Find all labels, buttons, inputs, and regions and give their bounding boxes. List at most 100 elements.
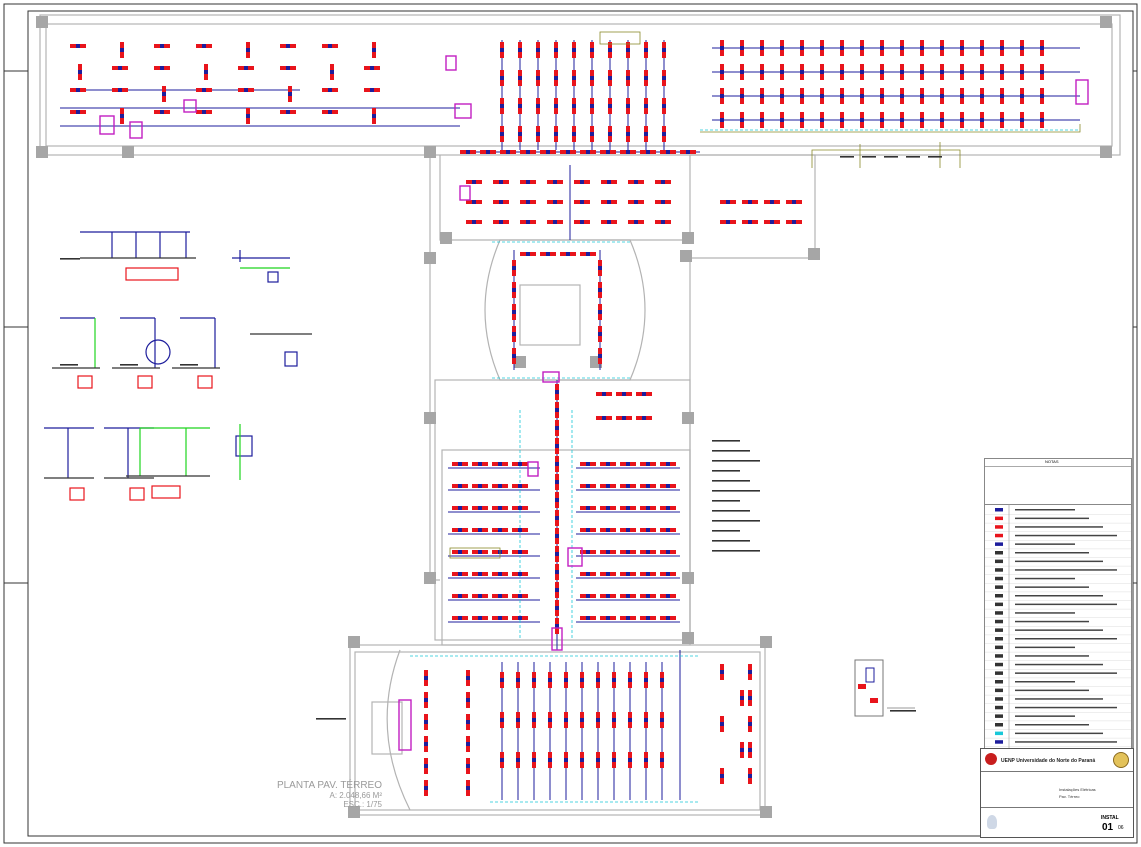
sheet-code: INSTAL	[1101, 815, 1119, 821]
fixture-junction	[626, 528, 630, 532]
fixture-junction	[372, 48, 376, 52]
legend-symbol	[995, 594, 1003, 598]
structural-column	[348, 636, 360, 648]
fixture-junction	[466, 698, 470, 702]
structural-column	[682, 232, 694, 244]
fixture-junction	[940, 46, 944, 50]
legend-symbol	[995, 542, 1003, 546]
fixture-junction	[748, 774, 752, 778]
fixture-junction	[626, 76, 630, 80]
fixture-junction	[498, 528, 502, 532]
structural-column	[682, 632, 694, 644]
fixture-junction	[626, 572, 630, 576]
fixture-junction	[606, 506, 610, 510]
fixture-junction	[1040, 94, 1044, 98]
annotation-text-stub	[906, 156, 920, 158]
fixture-junction	[586, 572, 590, 576]
fixture-junction	[555, 534, 559, 538]
legend-symbol	[995, 585, 1003, 589]
fixture-junction	[580, 180, 584, 184]
fixture-junction	[661, 180, 665, 184]
fixture-junction	[634, 180, 638, 184]
riser-group	[69, 267, 213, 501]
fixture-junction	[606, 150, 610, 154]
fixture-junction	[980, 94, 984, 98]
fixture-junction	[372, 114, 376, 118]
legend-symbol	[995, 688, 1003, 693]
fixture-junction	[900, 118, 904, 122]
fixture-junction	[553, 220, 557, 224]
fixture-junction	[666, 572, 670, 576]
lamp-icon	[987, 815, 997, 829]
fixture-junction	[532, 758, 536, 762]
fixture-junction	[642, 392, 646, 396]
legend-text-stub	[1015, 741, 1117, 743]
fixture-junction	[1020, 118, 1024, 122]
distribution-boards	[99, 55, 1089, 751]
annotation-text-stub	[840, 156, 854, 158]
fixture-junction	[478, 528, 482, 532]
fixture-junction	[553, 200, 557, 204]
building-walls	[39, 14, 1121, 816]
fixture-junction	[478, 462, 482, 466]
annotation-text-stub	[712, 530, 740, 532]
fixture-junction	[960, 46, 964, 50]
annotation-text-stub	[712, 490, 760, 492]
legend-symbol	[995, 619, 1003, 624]
fixture-junction	[518, 572, 522, 576]
fixture-junction	[626, 484, 630, 488]
fixture-junction	[586, 252, 590, 256]
state-seal-icon	[1113, 752, 1129, 768]
annotation-text-stub	[316, 718, 346, 720]
fixture-junction	[1000, 46, 1004, 50]
fixture-junction	[626, 104, 630, 108]
fixture-junction	[748, 696, 752, 700]
fixture-junction	[498, 484, 502, 488]
fixture-junction	[532, 718, 536, 722]
fixture-junction	[1000, 94, 1004, 98]
fixture-junction	[644, 48, 648, 52]
fixture-junction	[586, 550, 590, 554]
university-logo-icon	[985, 753, 997, 765]
fixture-junction	[606, 462, 610, 466]
fixture-junction	[160, 66, 164, 70]
fixture-junction	[646, 616, 650, 620]
fixture-junction	[536, 76, 540, 80]
fixture-junction	[500, 758, 504, 762]
fixture-junction	[860, 94, 864, 98]
fixture-junction	[555, 390, 559, 394]
fixture-junction	[526, 200, 530, 204]
fixture-junction	[940, 118, 944, 122]
annotation-text-stub	[60, 364, 78, 366]
fixture-junction	[512, 310, 516, 314]
title-block: UENP Universidade do Norte do Paraná Ins…	[980, 748, 1134, 838]
fixture-junction	[1020, 94, 1024, 98]
notes-box	[985, 466, 1131, 505]
fixture-junction	[478, 506, 482, 510]
fixture-junction	[458, 572, 462, 576]
legend-symbol	[995, 525, 1003, 529]
fixture-junction	[900, 94, 904, 98]
fixture-junction	[1040, 70, 1044, 74]
fixture-junction	[478, 484, 482, 488]
fixture-junction	[748, 670, 752, 674]
fixture-junction	[646, 484, 650, 488]
fixture-junction	[518, 550, 522, 554]
fixture-junction	[666, 150, 670, 154]
fixture-junction	[328, 44, 332, 48]
panel-box	[197, 375, 213, 389]
annotation-text-stub	[120, 364, 138, 366]
fixture-junction	[606, 528, 610, 532]
fixture-junction	[720, 46, 724, 50]
legend-text-stub	[1015, 612, 1075, 614]
annotation-text-stub	[712, 450, 750, 452]
fixture-junction	[518, 462, 522, 466]
fixture-junction	[800, 118, 804, 122]
fixture-junction	[526, 252, 530, 256]
structural-column	[808, 248, 820, 260]
legend-symbol	[995, 559, 1003, 564]
legend-panel: NOTAS	[984, 458, 1132, 750]
riser-group	[44, 257, 312, 479]
fixture-junction	[634, 200, 638, 204]
fixture-junction	[512, 288, 516, 292]
